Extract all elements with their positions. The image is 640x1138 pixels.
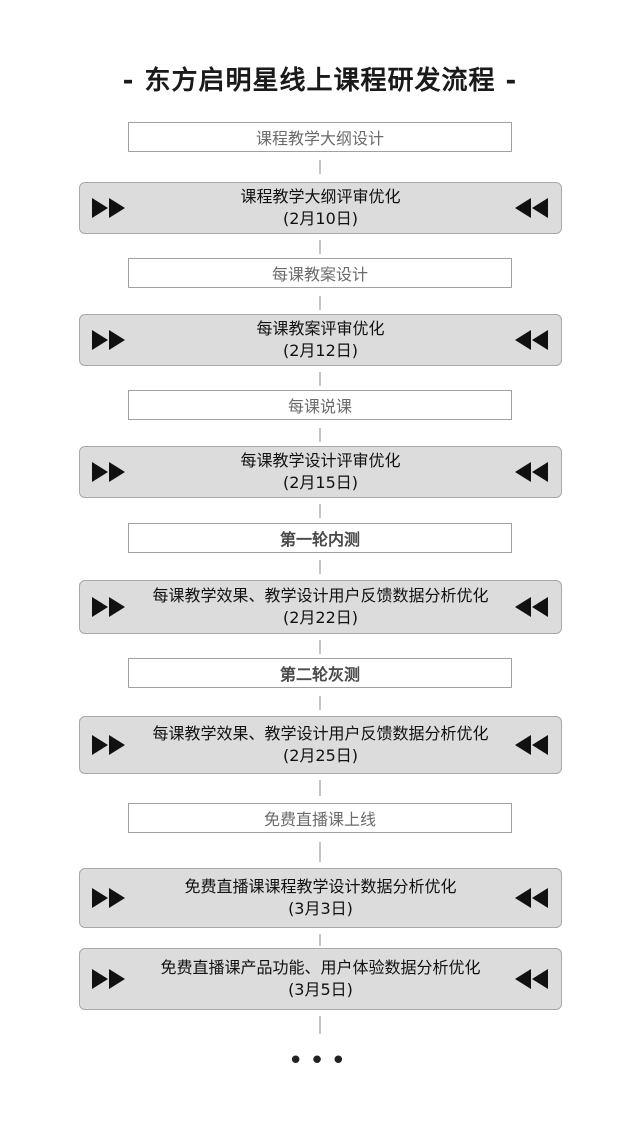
connector <box>319 696 321 710</box>
connector <box>319 240 321 254</box>
connector <box>319 780 321 796</box>
connector <box>319 842 321 862</box>
review-date: (2月25日) <box>282 746 359 765</box>
step-label: 第二轮灰测 <box>279 665 360 684</box>
fast-forward-icon <box>92 968 126 990</box>
connector <box>319 504 321 518</box>
rewind-icon <box>515 596 549 618</box>
step-box-4: 第一轮内测 <box>128 523 512 553</box>
review-label: 每课教学效果、教学设计用户反馈数据分析优化 <box>152 586 489 605</box>
step-label: 第一轮内测 <box>279 530 360 549</box>
step-box-1: 课程教学大纲设计 <box>128 122 512 152</box>
step-box-6: 免费直播课上线 <box>128 803 512 833</box>
step-label: 每课说课 <box>287 397 352 416</box>
review-label: 课程教学大纲评审优化 <box>240 187 401 206</box>
review-box-2: 每课教案评审优化 (2月12日) <box>79 314 562 366</box>
review-box-1: 课程教学大纲评审优化 (2月10日) <box>79 182 562 234</box>
step-label: 免费直播课上线 <box>263 810 376 829</box>
review-label: 每课教学设计评审优化 <box>240 451 401 470</box>
review-date: (2月15日) <box>282 473 359 492</box>
page-title: - 东方启明星线上课程研发流程 - <box>122 66 518 96</box>
connector <box>319 640 321 654</box>
review-box-5: 每课教学效果、教学设计用户反馈数据分析优化 (2月25日) <box>79 716 562 774</box>
step-box-2: 每课教案设计 <box>128 258 512 288</box>
review-box-6: 免费直播课课程教学设计数据分析优化 (3月3日) <box>79 868 562 928</box>
connector <box>319 428 321 442</box>
fast-forward-icon <box>92 596 126 618</box>
review-date: (3月3日) <box>288 899 353 918</box>
fast-forward-icon <box>92 329 126 351</box>
rewind-icon <box>515 461 549 483</box>
review-box-3: 每课教学设计评审优化 (2月15日) <box>79 446 562 498</box>
rewind-icon <box>515 734 549 756</box>
review-date: (2月12日) <box>282 341 359 360</box>
rewind-icon <box>515 887 549 909</box>
rewind-icon <box>515 329 549 351</box>
review-box-4: 每课教学效果、教学设计用户反馈数据分析优化 (2月22日) <box>79 580 562 634</box>
fast-forward-icon <box>92 887 126 909</box>
connector <box>319 296 321 310</box>
connector <box>319 934 321 946</box>
connector <box>319 560 321 574</box>
step-label: 课程教学大纲设计 <box>255 129 384 148</box>
review-label: 免费直播课产品功能、用户体验数据分析优化 <box>160 958 481 977</box>
rewind-icon <box>515 197 549 219</box>
ellipsis: ••• <box>287 1046 352 1076</box>
rewind-icon <box>515 968 549 990</box>
step-label: 每课教案设计 <box>271 265 368 284</box>
fast-forward-icon <box>92 461 126 483</box>
review-date: (2月10日) <box>282 209 359 228</box>
step-box-3: 每课说课 <box>128 390 512 420</box>
fast-forward-icon <box>92 197 126 219</box>
review-date: (3月5日) <box>288 980 353 999</box>
connector <box>319 160 321 174</box>
review-label: 免费直播课课程教学设计数据分析优化 <box>184 877 457 896</box>
step-box-5: 第二轮灰测 <box>128 658 512 688</box>
review-label: 每课教学效果、教学设计用户反馈数据分析优化 <box>152 724 489 743</box>
review-date: (2月22日) <box>282 608 359 627</box>
review-label: 每课教案评审优化 <box>256 319 385 338</box>
connector <box>319 372 321 386</box>
fast-forward-icon <box>92 734 126 756</box>
review-box-7: 免费直播课产品功能、用户体验数据分析优化 (3月5日) <box>79 948 562 1010</box>
connector <box>319 1016 321 1034</box>
